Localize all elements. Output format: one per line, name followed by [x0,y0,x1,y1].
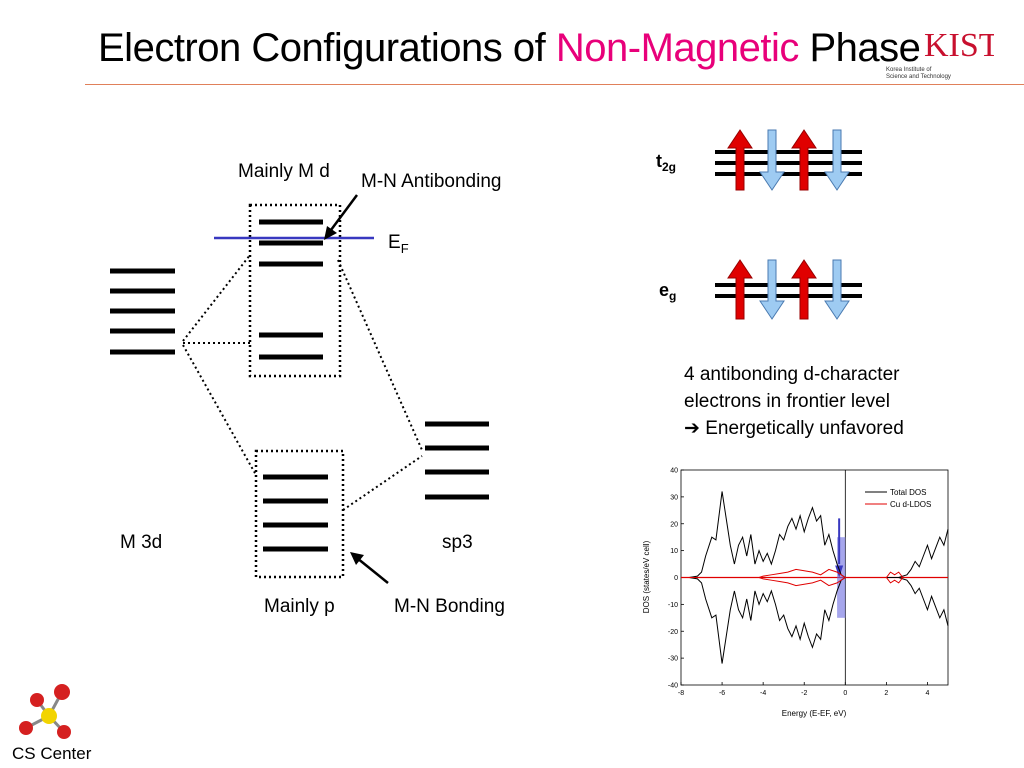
x-tick-label-2: -4 [760,690,766,697]
antibonding-pointer [326,194,359,235]
spin-down-arrow-t2g-3 [824,129,850,191]
notes-line-3-text: Energetically unfavored [705,418,904,439]
kist-logo-letters: KIST [924,27,994,64]
mainly-p-box [254,449,345,579]
label-eg: eg [659,280,676,303]
title-highlight: Non-Magnetic [555,26,800,70]
notes: 4 antibonding d-character electrons in f… [684,361,904,442]
notes-line-1: 4 antibonding d-character [684,364,900,385]
correlation-lines [182,254,423,511]
y-tick-label-2: 20 [670,521,678,528]
kist-logo: KIST Korea Institute of Science and Tech… [884,14,1000,84]
label-m3d: M 3d [120,532,163,553]
chart-fermi-highlight [837,537,846,618]
sp3-levels [425,421,489,500]
label-t2g-main: t [656,151,662,171]
spin-down-arrow-t2g-1 [759,129,785,191]
y-tick-label-5: -10 [668,602,678,609]
mainly-md-levels [259,219,323,360]
orbital-diagram: t2g eg [656,129,862,320]
kist-logo-subtitle-2: Science and Technology [886,74,951,80]
label-ef-sub: F [400,240,409,256]
series-0-spin-up [681,491,949,578]
chart-fermi-arrowhead [835,565,844,578]
y-tick-label-4: 0 [674,575,678,582]
slide-title: Electron Configurations of Non-Magnetic … [98,26,921,71]
series-1-spin-down [681,577,948,587]
title-text-part2: Phase [798,26,921,70]
mainly-md-box [248,203,342,378]
spin-down-arrow-eg-1 [759,259,785,320]
kist-logo-subtitle-1: Korea Institute of [886,67,932,73]
y-tick-label-6: -20 [668,629,678,636]
x-tick-label-5: 2 [884,690,888,697]
spin-up-arrow-t2g-2 [791,129,817,191]
mainly-p-levels [263,474,328,552]
y-tick-label-8: -40 [668,683,678,690]
bonding-pointer [356,557,389,584]
title-text-part1: Electron Configurations of [98,26,556,70]
notes-line-3: ➔ Energetically unfavored [684,415,904,442]
spin-up-arrow-eg-2 [791,259,817,320]
y-tick-label-0: 40 [670,468,678,475]
spin-down-arrow-eg-3 [824,259,850,320]
kist-logo-mark: KIST Korea Institute of Science and Tech… [886,27,1000,80]
label-mainly-md: Mainly M d [238,161,330,182]
antibonding-pointer-head [324,226,337,240]
spin-up-arrow-t2g-0 [727,129,753,191]
cs-center-label: CS Center [12,744,92,763]
label-mainly-p: Mainly p [264,596,335,617]
series-0-spin-down [681,577,949,664]
label-eg-main: e [659,280,669,300]
x-tick-label-0: -8 [678,690,684,697]
right-arrow-icon: ➔ [684,418,700,439]
label-mn-antibonding: M-N Antibonding [361,171,502,192]
label-fermi-level: EF [388,232,409,256]
label-sp3: sp3 [442,532,473,553]
label-ef-main: E [388,232,401,253]
spin-arrows [727,129,850,320]
title-divider [85,84,1024,85]
mo-diagram [110,194,489,584]
y-tick-label-3: 10 [670,548,678,555]
bonding-pointer-head [350,552,364,565]
notes-line-2: electrons in frontier level [684,391,890,412]
chart-x-axis-label: Energy (E-EF, eV) [782,709,847,718]
x-tick-label-3: -2 [801,690,807,697]
spin-up-arrow-eg-0 [727,259,753,320]
chart-legend: Total DOS Cu d-LDOS [865,488,931,509]
m3d-levels [110,268,175,355]
label-eg-sub: g [669,289,676,303]
x-tick-label-4: 0 [843,690,847,697]
chart-y-axis-label: DOS (states/eV cell) [642,540,651,613]
chart-series [681,491,949,664]
legend-cu-d-ldos: Cu d-LDOS [890,500,931,509]
y-tick-label-7: -30 [668,656,678,663]
y-tick-label-1: 30 [670,494,678,501]
x-tick-label-1: -6 [719,690,725,697]
label-t2g: t2g [656,151,676,174]
x-tick-label-6: 4 [926,690,930,697]
label-mn-bonding: M-N Bonding [394,596,505,617]
cs-center-logo [19,684,71,739]
series-1-spin-up [681,568,948,578]
legend-total-dos: Total DOS [890,488,926,497]
label-t2g-sub: 2g [662,160,676,174]
